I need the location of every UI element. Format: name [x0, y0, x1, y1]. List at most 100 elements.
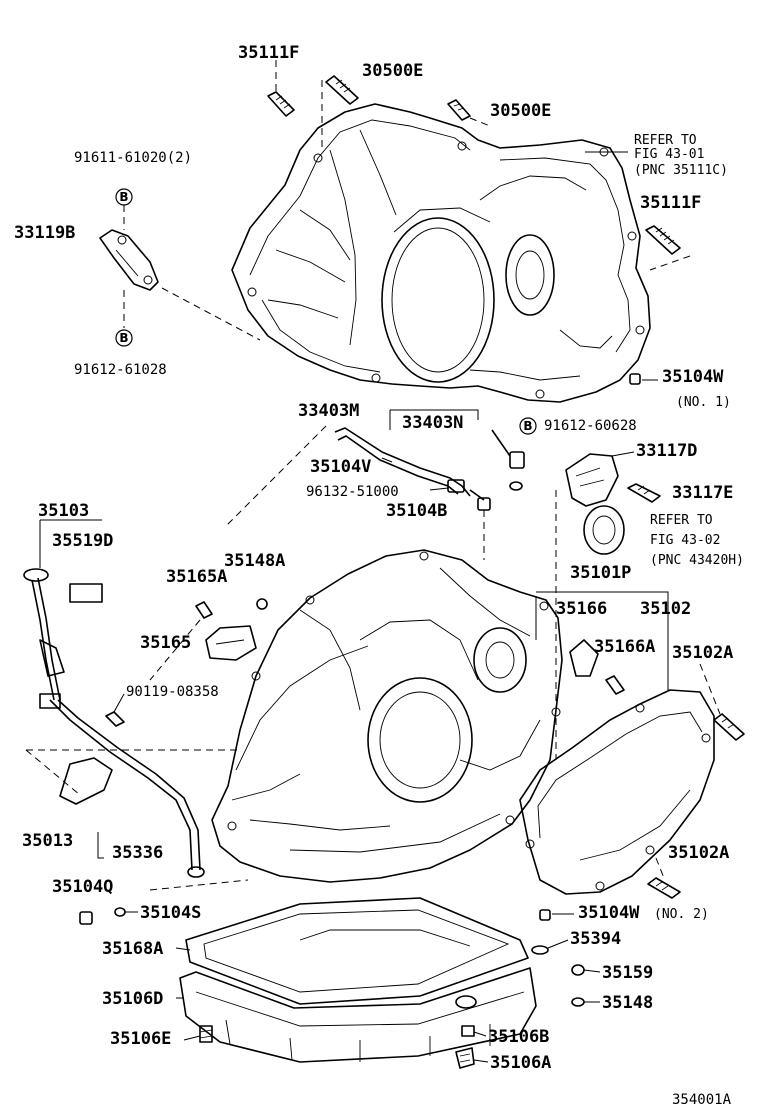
- transaxle-housing[interactable]: [231, 103, 651, 403]
- leader-bracket-housing: [161, 287, 261, 341]
- leader-35106a: [473, 1059, 489, 1063]
- label-91611-61020: 91611-61020(2): [74, 150, 192, 166]
- bracket-35101p: [535, 591, 669, 690]
- bolt-marker-b-lower: B: [115, 329, 133, 347]
- bolt-35111f-right[interactable]: [645, 225, 681, 255]
- label-35104b: 35104B: [386, 501, 447, 521]
- pan-magnet-35106b-inner[interactable]: [455, 995, 477, 1009]
- bolt-30500e-top[interactable]: [325, 75, 359, 105]
- pipe-33403m[interactable]: [334, 427, 485, 501]
- leader-35394: [547, 939, 569, 949]
- label-35519d: 35519D: [52, 531, 113, 551]
- label-35111f-top: 35111F: [238, 43, 299, 63]
- guide-tube-35013[interactable]: [39, 693, 205, 878]
- note-refer-4302-line1: REFER TO: [650, 513, 713, 528]
- drain-plug-35106e[interactable]: [199, 1025, 213, 1043]
- label-33117e: 33117E: [672, 483, 733, 503]
- cover-35165[interactable]: [205, 625, 257, 661]
- leader-35165a: [149, 619, 201, 681]
- leader-35106b: [473, 1031, 487, 1037]
- side-cover-35102[interactable]: [519, 689, 715, 895]
- label-35106a: 35106A: [490, 1053, 551, 1073]
- plug-35148a[interactable]: [256, 598, 268, 610]
- plug-35104q[interactable]: [79, 911, 93, 925]
- bolt-90119-08358[interactable]: [105, 711, 125, 727]
- leader-dipstick-case: [25, 749, 249, 891]
- pipe-33403n[interactable]: [491, 429, 525, 491]
- label-35104q: 35104Q: [52, 877, 113, 897]
- label-33117d: 33117D: [636, 441, 697, 461]
- label-35104s: 35104S: [140, 903, 201, 923]
- label-35166: 35166: [556, 599, 607, 619]
- seal-fig-4302[interactable]: [583, 505, 625, 555]
- note-refer-4302-line3: (PNC 43420H): [650, 553, 744, 568]
- magnet-35106b[interactable]: [461, 1025, 475, 1037]
- oring-35159[interactable]: [571, 964, 585, 976]
- note-refer-4301-line3: (PNC 35111C): [634, 163, 728, 178]
- plug-35104s[interactable]: [114, 907, 126, 917]
- label-35106d: 35106D: [102, 989, 163, 1009]
- bolt-33117e[interactable]: [627, 483, 661, 503]
- bolt-marker-b-upper: B: [115, 188, 133, 206]
- bracket-33119b[interactable]: [99, 229, 159, 291]
- label-35165a: 35165A: [166, 567, 227, 587]
- bracket-35013: [97, 832, 104, 859]
- leader-35102a-top: [699, 663, 721, 715]
- bracket-35103: [39, 519, 102, 568]
- bolt-35102a-top[interactable]: [713, 713, 745, 741]
- label-35165: 35165: [140, 633, 191, 653]
- label-33119b: 33119B: [14, 223, 75, 243]
- label-35104w-no1: 35104W: [662, 367, 724, 387]
- bolt-35165a[interactable]: [195, 601, 213, 619]
- drain-plug-35106a[interactable]: [455, 1047, 475, 1069]
- label-35336: 35336: [112, 843, 163, 863]
- oring-35148[interactable]: [571, 997, 585, 1007]
- label-35102: 35102: [640, 599, 691, 619]
- label-35104w-no1-note: (NO. 1): [676, 395, 731, 410]
- label-30500e-top: 30500E: [362, 61, 423, 81]
- label-35106e: 35106E: [110, 1029, 171, 1049]
- label-35166a: 35166A: [594, 637, 655, 657]
- oil-pan-35106d[interactable]: [179, 929, 537, 1063]
- leader-33117d: [611, 451, 635, 457]
- plug-35104w-no1[interactable]: [629, 373, 641, 385]
- note-refer-4301-line1: REFER TO: [634, 133, 697, 148]
- label-35394: 35394: [570, 929, 621, 949]
- plug-35104b[interactable]: [477, 497, 491, 511]
- bolt-35111f-top[interactable]: [267, 91, 295, 117]
- gasket-35394[interactable]: [531, 945, 549, 955]
- bolt-marker-b-right: B: [519, 417, 537, 435]
- label-35101p: 35101P: [570, 563, 631, 583]
- plug-35104w-no2[interactable]: [539, 909, 551, 921]
- plate-35166[interactable]: [569, 639, 599, 677]
- bracket-33117d[interactable]: [565, 453, 619, 507]
- label-35013: 35013: [22, 831, 73, 851]
- leader-35159: [583, 969, 601, 973]
- leader-35106e: [183, 1035, 201, 1041]
- label-plate-35519d[interactable]: [69, 583, 103, 603]
- bolt-30500e-mid[interactable]: [447, 99, 471, 121]
- label-91612-61028: 91612-61028: [74, 362, 167, 378]
- label-35148: 35148: [602, 993, 653, 1013]
- label-35148a: 35148A: [224, 551, 285, 571]
- transaxle-case[interactable]: [211, 549, 563, 883]
- leader-35168a: [175, 947, 191, 951]
- note-refer-4302-line2: FIG 43-02: [650, 533, 720, 548]
- note-refer-4301-line2: FIG 43-01: [634, 147, 704, 162]
- bolt-35166a[interactable]: [605, 675, 625, 695]
- oil-pan-gasket-35168a[interactable]: [185, 897, 529, 1005]
- label-91612-60628: 91612-60628: [544, 418, 637, 434]
- bolt-35102a-bottom[interactable]: [647, 877, 681, 899]
- label-35104v: 35104V: [310, 457, 371, 477]
- dipstick-35103[interactable]: [23, 568, 65, 701]
- leader-30500e-mid: [469, 117, 491, 127]
- label-35102a-bottom: 35102A: [668, 843, 729, 863]
- label-33403m: 33403M: [298, 401, 359, 421]
- leader-96132: [429, 487, 449, 491]
- figure-code: 354001A: [672, 1092, 732, 1108]
- svg-text:B: B: [119, 190, 128, 204]
- label-33403n: 33403N: [402, 413, 463, 433]
- label-35104w-no2: 35104W: [578, 903, 640, 923]
- bracket-33403m-n: [389, 409, 479, 430]
